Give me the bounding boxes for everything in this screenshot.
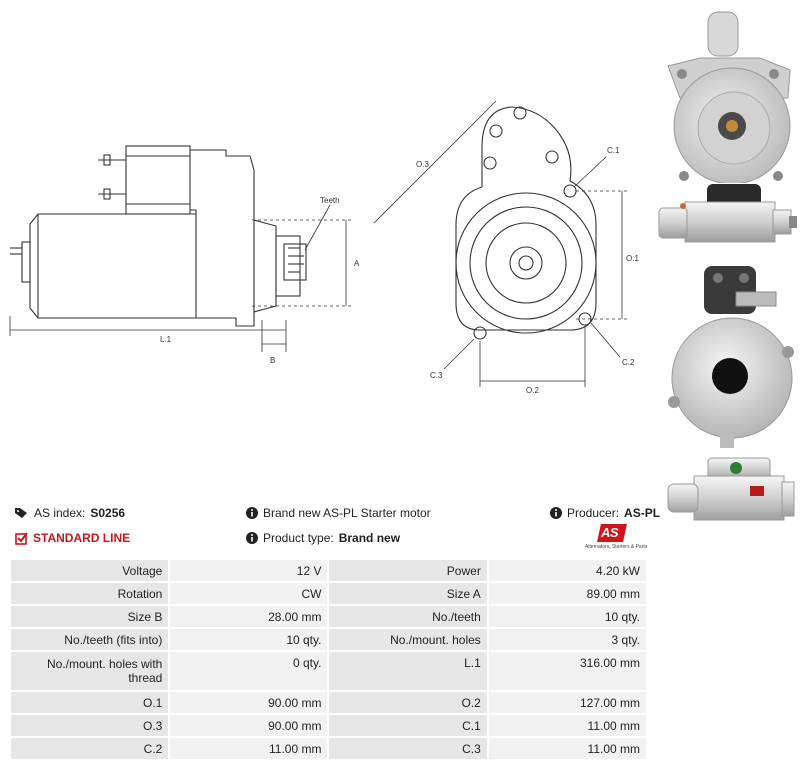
spec-label: O.3 <box>11 715 169 736</box>
spec-value: 11.00 mm <box>170 738 328 759</box>
dimension-o3-label: O.3 <box>416 160 429 169</box>
spec-value: 10 qty. <box>488 606 646 627</box>
spec-label: C.1 <box>329 715 487 736</box>
product-photo-front <box>667 11 791 183</box>
spec-label: L.1 <box>329 652 487 690</box>
size-a-label: A <box>354 259 360 268</box>
spec-value: 0 qty. <box>170 652 328 690</box>
product-type-value: Brand new <box>338 531 401 545</box>
spec-value: 90.00 mm <box>170 692 328 713</box>
size-b-label: B <box>270 356 275 365</box>
table-row: Rotation CW Size A 89.00 mm <box>11 583 646 604</box>
dimension-c1-label: C.1 <box>607 146 620 155</box>
spec-label: No./teeth <box>329 606 487 627</box>
as-index-label: AS index: <box>34 506 86 520</box>
table-row: C.2 11.00 mm C.3 11.00 mm <box>11 738 646 759</box>
product-type: Product type: Brand new <box>246 531 400 545</box>
spec-value: 12 V <box>170 560 328 581</box>
spec-label: No./mount. holes <box>329 629 487 650</box>
product-line-text: STANDARD LINE <box>33 531 131 545</box>
spec-value: 11.00 mm <box>488 738 646 759</box>
spec-value: 89.00 mm <box>488 583 646 604</box>
as-pl-logo: AS Alternators, Starters & Parts <box>585 524 653 554</box>
spec-value: 127.00 mm <box>488 692 646 713</box>
spec-label: Power <box>329 560 487 581</box>
table-row: Voltage 12 V Power 4.20 kW <box>11 560 646 581</box>
teeth-label: Teeth <box>320 196 340 205</box>
spec-label: Size B <box>11 606 169 627</box>
table-row: O.3 90.00 mm C.1 11.00 mm <box>11 715 646 736</box>
check-square-icon <box>15 531 28 545</box>
logo-tagline: Alternators, Starters & Parts <box>585 544 648 550</box>
spec-label: Rotation <box>11 583 169 604</box>
product-photo-top <box>667 457 795 521</box>
table-row: O.1 90.00 mm O.2 127.00 mm <box>11 692 646 713</box>
side-view-drawing: Teeth A B L.1 <box>9 145 360 365</box>
dimension-o1-label: O.1 <box>626 254 639 263</box>
front-view-drawing: O.3 C.1 O.1 C.2 C.3 O.2 <box>373 100 639 395</box>
dimension-c3-label: C.3 <box>430 371 443 380</box>
spec-value: 4.20 kW <box>488 560 646 581</box>
logo-text: AS <box>601 525 619 540</box>
description-text: Brand new AS-PL Starter motor <box>263 506 431 520</box>
producer: Producer: AS-PL <box>550 506 660 520</box>
spec-label: Size A <box>329 583 487 604</box>
spec-label: No./mount. holes with thread <box>11 652 169 690</box>
producer-label: Producer: <box>567 506 620 520</box>
spec-label: C.2 <box>11 738 169 759</box>
info-icon <box>246 532 258 544</box>
product-photo-rear <box>668 266 794 448</box>
tag-icon <box>15 508 27 518</box>
spec-value: 10 qty. <box>170 629 328 650</box>
product-line: STANDARD LINE <box>15 531 130 545</box>
product-photo-side <box>658 184 797 243</box>
product-type-label: Product type: <box>263 531 334 545</box>
dimension-c2-label: C.2 <box>622 358 635 367</box>
spec-label: O.1 <box>11 692 169 713</box>
length-l1-label: L.1 <box>160 335 172 344</box>
table-row: No./teeth (fits into) 10 qty. No./mount.… <box>11 629 646 650</box>
spec-value: 11.00 mm <box>488 715 646 736</box>
info-icon <box>550 507 562 519</box>
spec-value: CW <box>170 583 328 604</box>
spec-value: 3 qty. <box>488 629 646 650</box>
spec-label: Voltage <box>11 560 169 581</box>
info-icon <box>246 507 258 519</box>
table-row: Size B 28.00 mm No./teeth 10 qty. <box>11 606 646 627</box>
dimension-o2-label: O.2 <box>526 386 539 395</box>
as-index: AS index: S0256 <box>15 506 125 520</box>
spec-value: 316.00 mm <box>488 652 646 690</box>
spec-label: No./teeth (fits into) <box>11 629 169 650</box>
spec-value: 28.00 mm <box>170 606 328 627</box>
product-description: Brand new AS-PL Starter motor <box>246 506 431 520</box>
spec-label: O.2 <box>329 692 487 713</box>
spec-label: C.3 <box>329 738 487 759</box>
specifications-table: Voltage 12 V Power 4.20 kW Rotation CW S… <box>9 558 648 761</box>
as-index-value: S0256 <box>90 506 126 520</box>
table-row: No./mount. holes with thread 0 qty. L.1 … <box>11 652 646 690</box>
producer-value: AS-PL <box>624 506 661 520</box>
spec-value: 90.00 mm <box>170 715 328 736</box>
